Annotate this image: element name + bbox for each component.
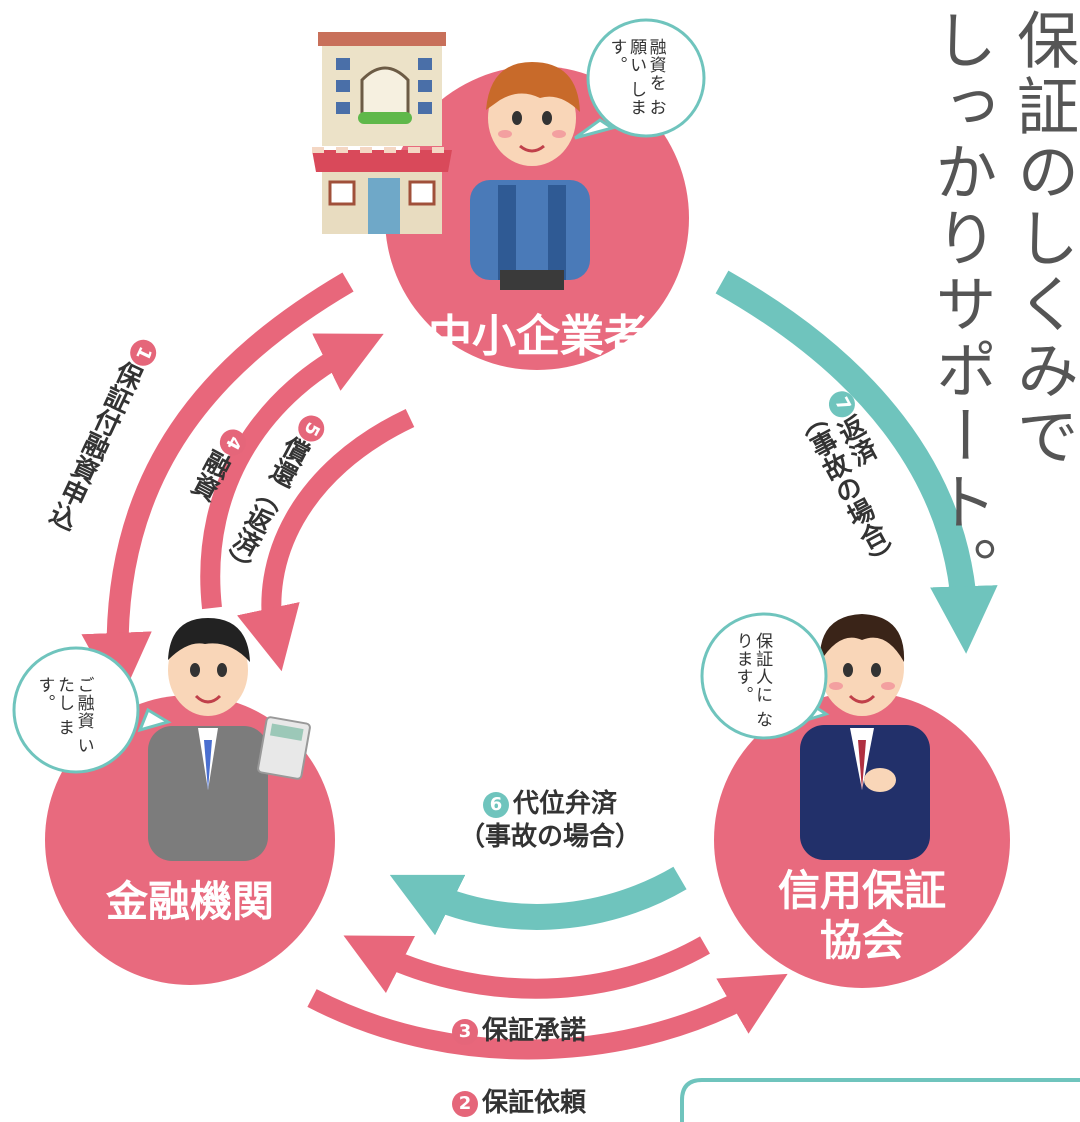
sme-speech-line2: お願い <box>626 38 666 117</box>
arrow-repay <box>237 408 415 672</box>
flow-2-number: 2 <box>452 1090 478 1117</box>
tagline-line1: 保証のしくみで <box>1006 8 1080 470</box>
flow-6-text-line2: （事故の場合） <box>458 821 641 852</box>
guarantee-speech-line2: なります。 <box>732 632 773 729</box>
bank-speech-line3: ます。 <box>34 676 75 737</box>
flow-3-text: 保証承諾 <box>482 1016 587 1046</box>
bank-label: 金融機関 <box>105 877 274 926</box>
shop-building-illustration <box>312 32 452 234</box>
sme-speech-line1: 融資を <box>645 38 666 92</box>
guarantee-person-illustration <box>800 614 930 860</box>
flow-6-number: 6 <box>482 791 509 818</box>
arrow-repay-accident <box>715 270 998 654</box>
guarantee-speech-text: 保証人に なります。 <box>732 632 773 732</box>
bank-speech-bubble <box>12 646 172 774</box>
info-box-corner <box>680 1078 1080 1122</box>
guarantee-speech-line1: 保証人に <box>752 632 773 704</box>
bank-speech-text: ご融資 いたし ます。 <box>34 676 94 766</box>
arrow-apply <box>81 272 354 704</box>
guarantee-label-line1: 信用保証 <box>777 866 946 915</box>
sme-speech-bubble <box>574 18 706 140</box>
arrow-subrogation <box>389 866 687 936</box>
flow-2-text: 保証依頼 <box>482 1088 587 1118</box>
bank-speech-line2: いたし <box>54 676 94 755</box>
bank-person-illustration <box>148 618 311 861</box>
sme-label: 中小企業者 <box>428 311 648 362</box>
arrow-loan <box>200 333 384 610</box>
guarantee-label: 信用保証 協会 <box>750 866 974 967</box>
guarantee-speech-bubble <box>700 612 830 740</box>
bank-speech-line1: ご融資 <box>73 676 94 730</box>
sme-person-illustration <box>470 62 590 290</box>
arrow-guarantee-approval <box>343 935 710 999</box>
sme-speech-text: 融資を お願い します。 <box>606 38 666 128</box>
flow-6-text-line1: 代位弁済 <box>512 789 617 819</box>
tagline-line2: しっかりサポート。 <box>924 8 998 602</box>
guarantee-label-line2: 協会 <box>819 916 904 966</box>
arrow-guarantee-request <box>307 973 788 1060</box>
sme-speech-line3: します。 <box>606 38 647 117</box>
flow-3-number: 3 <box>452 1018 478 1045</box>
